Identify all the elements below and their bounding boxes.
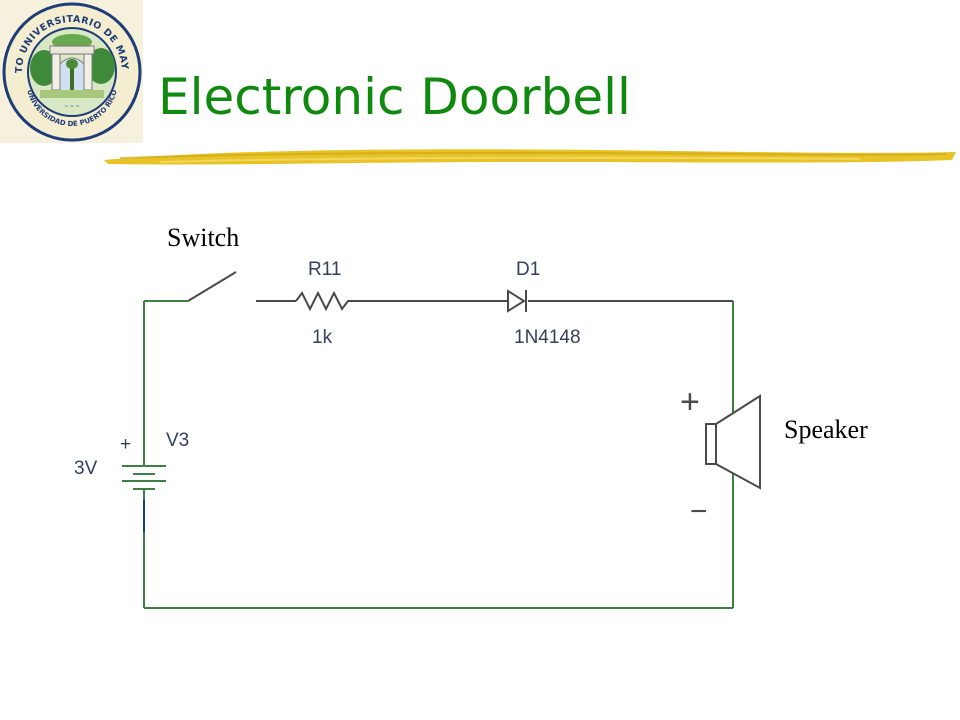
speaker: [705, 394, 761, 490]
resistor-r11: [295, 290, 352, 312]
speaker-plus-sign: +: [680, 383, 700, 421]
university-seal-logo: RECINTO UNIVERSITARIO DE MAYAGÜEZ UNIVER…: [0, 0, 143, 143]
speaker-minus-sign: −: [690, 495, 708, 528]
switch: [187, 271, 237, 302]
diode-part: 1N4148: [514, 327, 581, 348]
svg-text:~ ~ ~: ~ ~ ~: [64, 104, 80, 110]
battery-v3: [122, 432, 166, 532]
resistor-ref: R11: [308, 259, 341, 280]
switch-label: Switch: [167, 223, 239, 252]
diode-ref: D1: [516, 259, 540, 280]
battery-ref: V3: [166, 430, 189, 451]
diode-d1: [507, 289, 527, 313]
circuit-wires: [143, 300, 734, 609]
battery-value: 3V: [74, 458, 98, 479]
battery-plus-sign: +: [120, 434, 131, 455]
title-underline-brushstroke: [104, 149, 956, 165]
resistor-value: 1k: [312, 327, 333, 348]
speaker-label: Speaker: [784, 415, 868, 444]
slide-title: Electronic Doorbell: [158, 68, 631, 126]
